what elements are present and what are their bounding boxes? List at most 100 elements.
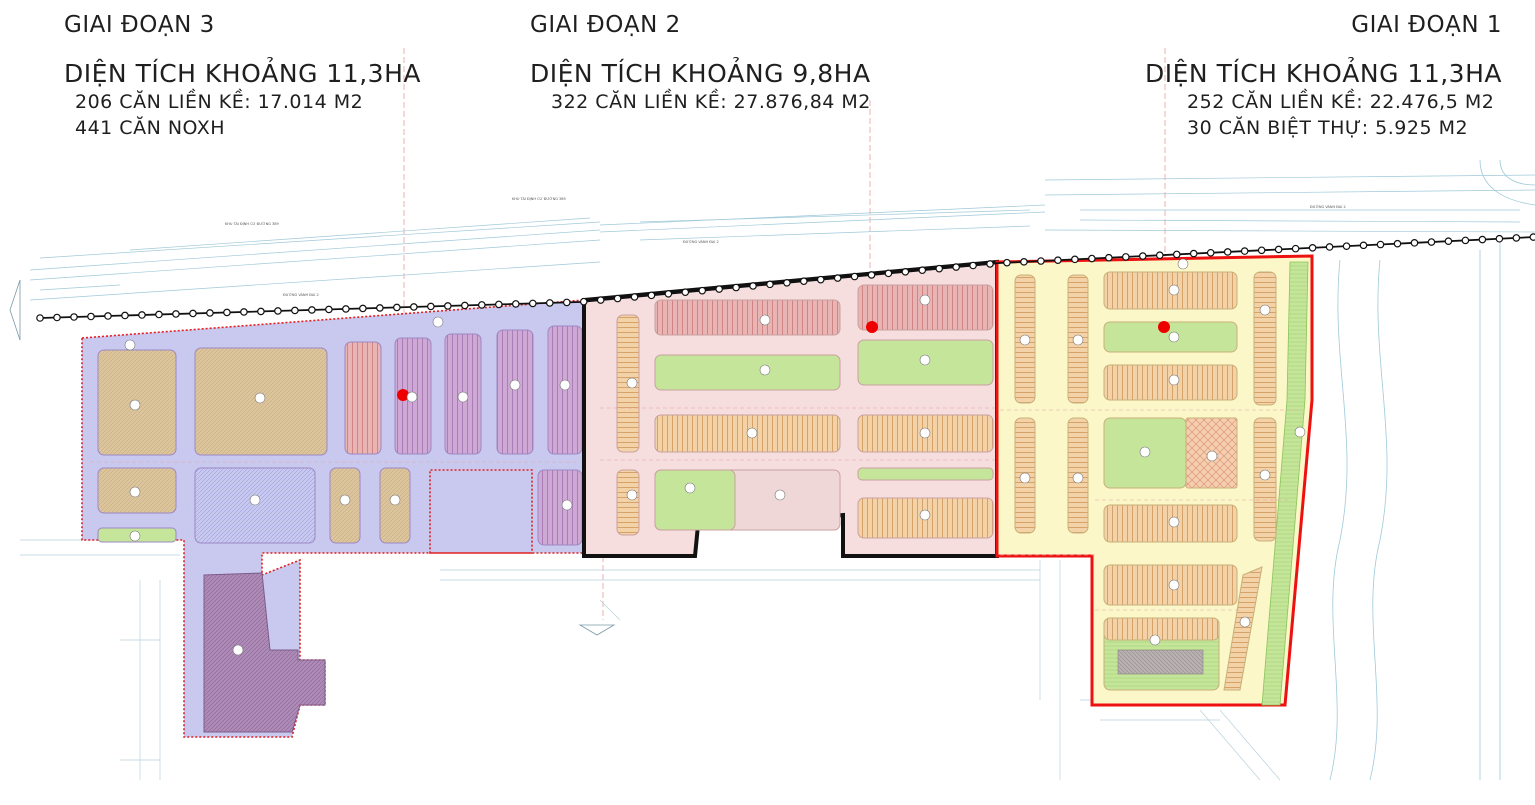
ring-road-bead	[206, 309, 214, 317]
plot-id-circle	[1259, 469, 1271, 481]
plot-id-circle	[919, 294, 931, 306]
plot-id-circle	[759, 364, 771, 376]
zone-label-1: KHU TÁI ĐỊNH CƯ ĐƯỜNG 389	[225, 221, 279, 226]
phase-1-marker	[1158, 321, 1170, 333]
plot-id-circle	[1259, 304, 1271, 316]
ring-road-bead	[732, 283, 740, 292]
ring-road-bead	[291, 306, 299, 315]
ring-road-bead	[681, 288, 690, 297]
ring-road-bead	[901, 267, 910, 276]
phase-3-detail-1: 206 CĂN LIỀN KỀ: 17.014 M2	[75, 91, 364, 113]
plot-id-circle	[249, 494, 261, 506]
plot-id-circle	[406, 391, 418, 403]
plot-id-circle	[559, 379, 571, 391]
ring-road-bead	[376, 304, 384, 312]
ring-road-bead	[596, 296, 605, 304]
ring-road-bead	[1478, 235, 1487, 244]
ring-road-bead	[359, 304, 367, 313]
phase-3-title: GIAI ĐOẠN 3	[64, 12, 215, 38]
ring-road-bead	[867, 271, 876, 279]
ring-road-bead	[1088, 254, 1096, 263]
phase-1-detail-1: 252 CĂN LIỀN KỀ: 22.476,5 M2	[1187, 91, 1495, 113]
phase-1-detail-2: 30 CĂN BIỆT THỰ: 5.925 M2	[1187, 117, 1469, 139]
ring-road-bead	[528, 299, 537, 308]
ring-road-bead	[935, 264, 944, 273]
ring-road-bead	[1105, 253, 1113, 262]
plot-id-circle	[1168, 516, 1180, 528]
phase-3-detail-2: 441 CĂN NOXH	[75, 117, 226, 139]
ring-road-bead	[1155, 251, 1164, 260]
plot-id-circle	[1072, 472, 1084, 484]
plot-id-circle	[746, 427, 758, 439]
ring-road-bead	[766, 280, 774, 289]
plot-id-circle	[1139, 446, 1151, 458]
plot-id-circle	[759, 314, 771, 326]
ring-road-bead	[1342, 242, 1351, 250]
ring-road-bead	[1529, 233, 1535, 241]
plot-id-circle	[626, 489, 638, 501]
plot-id-circle	[919, 509, 931, 521]
plot-id-circle	[774, 489, 786, 501]
plot-id-circle	[1206, 450, 1218, 462]
ring-road-bead	[511, 300, 520, 308]
plot-id-markers	[124, 258, 1306, 656]
ring-road-bead	[444, 302, 452, 310]
plot-id-circle	[1168, 284, 1180, 296]
phase-2-detail-1: 322 CĂN LIỀN KỀ: 27.876,84 M2	[551, 91, 871, 113]
ring-road-bead	[478, 301, 486, 309]
ring-road-bead	[562, 298, 571, 307]
ring-road-bead	[70, 313, 78, 321]
phase-1-label: GIAI ĐOẠN 1 DIỆN TÍCH KHOẢNG 11,3HA 252 …	[1145, 12, 1502, 141]
ring-road-bead	[1223, 248, 1232, 256]
ring-road-bead	[833, 274, 842, 282]
plot-id-circle	[129, 530, 141, 542]
phase-3-label: GIAI ĐOẠN 3 DIỆN TÍCH KHOẢNG 11,3HA 206 …	[64, 12, 421, 141]
plot-id-circle	[919, 354, 931, 366]
plot-id-circle	[1019, 472, 1031, 484]
plot-id-circle	[1177, 258, 1189, 270]
ring-road-bead	[1172, 250, 1181, 259]
plot-id-circle	[432, 316, 444, 328]
ring-road-bead	[647, 291, 656, 300]
plot-id-circle	[124, 339, 136, 351]
ring-road-bead	[918, 266, 927, 275]
plot-id-circle	[1168, 579, 1180, 591]
ring-road-bead	[884, 269, 893, 278]
ring-road-bead	[1206, 248, 1215, 257]
ring-road-bead	[1054, 256, 1062, 264]
plot-id-circle	[232, 644, 244, 656]
plot-id-circle	[684, 482, 696, 494]
ring-road-bead	[613, 294, 622, 303]
phase-1-area: DIỆN TÍCH KHOẢNG 11,3HA	[1145, 59, 1502, 88]
plot-id-circle	[1294, 426, 1306, 438]
plot-id-circle	[1168, 331, 1180, 343]
ring-road-bead	[1003, 258, 1011, 267]
ring-road-bead	[1495, 234, 1504, 243]
ring-road-bead	[816, 275, 825, 284]
ring-road-bead	[308, 306, 316, 314]
ring-road-bead	[36, 314, 44, 322]
ring-road-bead	[1325, 243, 1334, 251]
plot-id-circle	[129, 486, 141, 498]
phase-3-zone	[81, 299, 586, 738]
plot-id-circle	[389, 494, 401, 506]
ring-road-bead	[1274, 245, 1283, 254]
ring-road-bead	[427, 302, 435, 311]
ring-road-bead	[850, 272, 859, 281]
phase-3-marker	[397, 389, 409, 401]
ring-road-bead	[223, 308, 231, 317]
plot-id-circle	[626, 377, 638, 389]
ring-road-bead	[783, 278, 791, 287]
ring-road-bead	[1393, 239, 1402, 248]
plot-id-circle	[129, 399, 141, 411]
ring-road-bead	[274, 307, 282, 315]
ring-road-bead	[1122, 253, 1130, 261]
plot-id-circle	[1239, 616, 1251, 628]
phase-1-title: GIAI ĐOẠN 1	[1351, 12, 1502, 38]
ring-road-bead	[749, 282, 757, 290]
ring-road-bead	[969, 261, 977, 270]
ring-road-bead	[53, 313, 61, 322]
road-label-3: ĐƯỜNG VÀNH ĐAI 2	[1310, 204, 1346, 209]
plot-id-circle	[339, 494, 351, 506]
ring-road-bead	[257, 307, 265, 316]
